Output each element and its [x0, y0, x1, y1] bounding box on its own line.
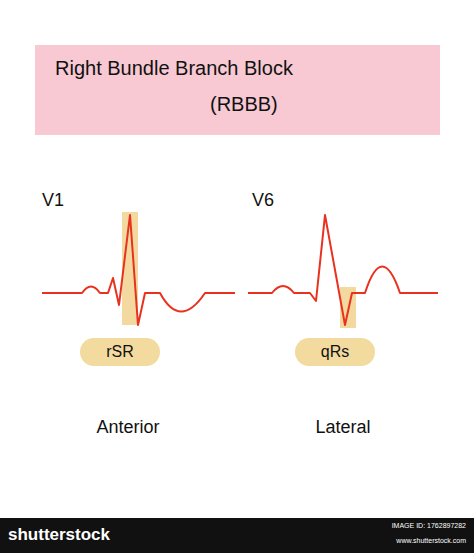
lead-name: V1 — [42, 190, 64, 211]
ecg-trace-v6 — [248, 215, 438, 325]
region-label: Anterior — [96, 417, 159, 438]
ecg-trace-v1 — [42, 215, 235, 325]
footer-bar — [0, 518, 474, 553]
lead-name: V6 — [252, 190, 274, 211]
title-band: Right Bundle Branch Block (RBBB) — [35, 45, 440, 135]
node-title: rSR — [106, 343, 134, 361]
complex-oval: rSR — [80, 338, 160, 366]
watermark-logo: shutterstock — [8, 525, 110, 545]
region-label: Lateral — [315, 417, 370, 438]
node-subtitle: (RBBB) — [210, 93, 278, 116]
node-title: qRs — [321, 343, 349, 361]
image-id: IMAGE ID: 1762897282 — [392, 522, 466, 529]
node-title: Right Bundle Branch Block — [55, 57, 293, 80]
complex-oval: qRs — [295, 338, 375, 366]
watermark-url: www.shutterstock.com — [396, 537, 466, 544]
